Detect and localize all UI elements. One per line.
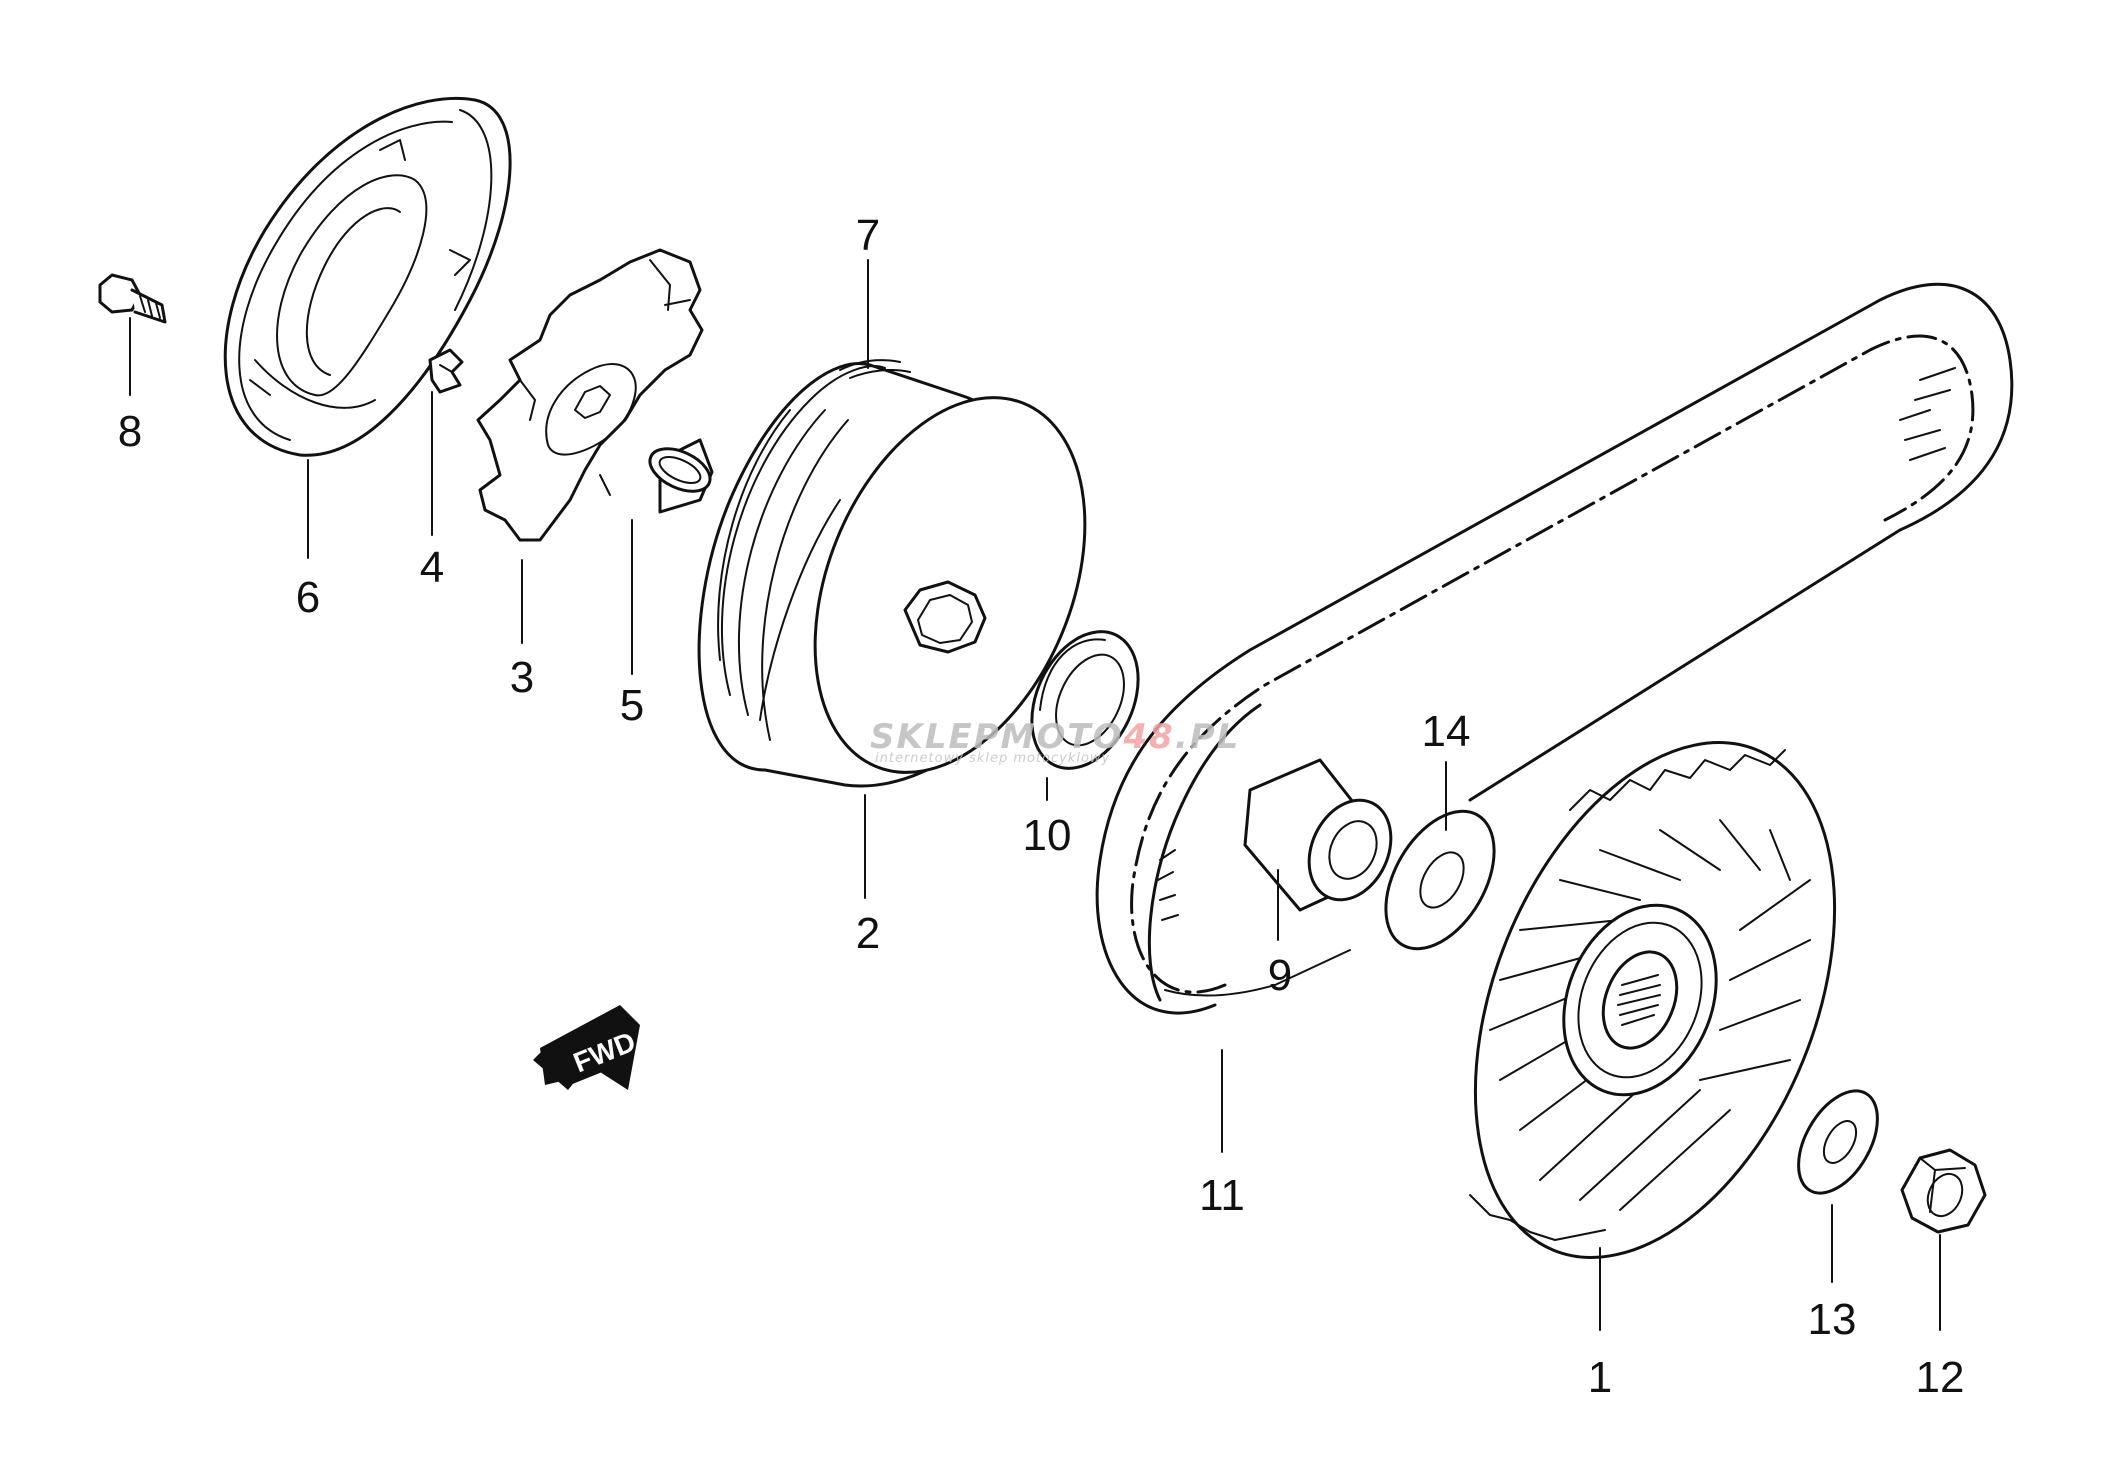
watermark-brand-tld: .PL	[1175, 717, 1241, 757]
part-1-fixed-drive-face	[1469, 741, 1837, 1259]
label-part-1: 1	[1588, 1353, 1612, 1402]
watermark: SKLEPMOTO48.PL internetowy sklep motocyk…	[870, 717, 1240, 766]
part-4-clip	[428, 348, 464, 394]
watermark-brand-red: 48	[1123, 717, 1175, 757]
label-part-13: 13	[1808, 1295, 1857, 1344]
watermark-tagline: internetowy sklep motocyklowy	[875, 751, 1110, 766]
watermark-brand: SKLEPMOTO48.PL	[870, 717, 1240, 757]
part-5-slider	[648, 438, 714, 514]
label-part-3: 3	[510, 653, 534, 702]
label-part-8: 8	[118, 407, 142, 456]
leader-lines	[129, 259, 1941, 1331]
label-part-4: 4	[420, 543, 444, 592]
label-part-10: 10	[1023, 811, 1072, 860]
part-9-collar	[1243, 758, 1393, 912]
part-2-movable-drive-face	[697, 362, 1087, 788]
label-part-12: 12	[1916, 1353, 1965, 1402]
part-13-washer	[1797, 1089, 1879, 1195]
part-11-v-belt	[1095, 282, 2014, 1015]
label-part-9: 9	[1268, 951, 1292, 1000]
watermark-brand-gray-2: MOTO	[1001, 717, 1124, 757]
part-14-washer	[1384, 809, 1496, 951]
label-part-5: 5	[620, 681, 644, 730]
watermark-brand-gray-1: SKLEP	[870, 717, 1001, 757]
label-part-7: 7	[856, 211, 880, 260]
label-part-11: 11	[1199, 1171, 1245, 1220]
part-7-roller-weights	[839, 359, 911, 379]
part-labels: 1 2 3 4 5 6 7 8 9 10 11 12 13 14	[118, 211, 1965, 1402]
part-3-ramp-plate	[476, 248, 704, 542]
label-part-14: 14	[1422, 707, 1471, 756]
part-12-nut	[1900, 1148, 1987, 1234]
part-6-cover-plate	[223, 96, 512, 457]
label-part-6: 6	[296, 573, 320, 622]
label-part-2: 2	[856, 909, 880, 958]
part-10-oil-seal	[1030, 630, 1140, 770]
fwd-direction-arrow: FWD	[533, 1005, 640, 1090]
part-8-bolt	[98, 273, 167, 324]
